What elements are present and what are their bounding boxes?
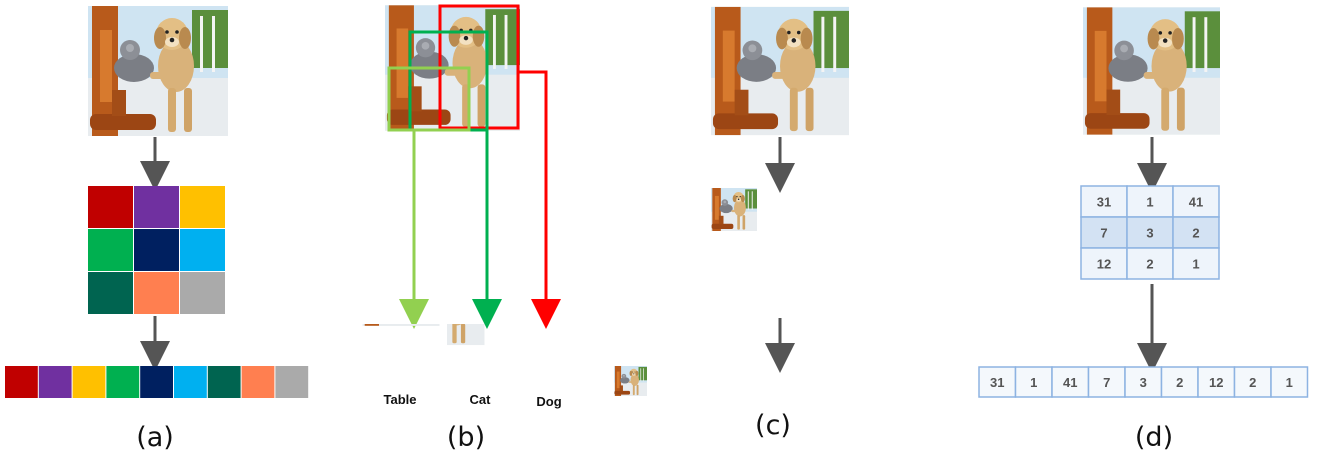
- color-cell: [88, 186, 133, 228]
- sequence-value: 7: [1103, 375, 1110, 390]
- caption-a: (a): [136, 422, 174, 453]
- detection-box-table: [387, 66, 471, 132]
- tiled-photo: [711, 188, 763, 237]
- color-cell: [134, 272, 179, 314]
- sequence-cell: [1160, 366, 1199, 398]
- grid-cell: [1172, 216, 1220, 249]
- crop-label-table: Table: [384, 392, 417, 407]
- sequence-value: 1: [1030, 375, 1037, 390]
- strip-cell: [106, 366, 140, 398]
- strip-cell: [140, 366, 173, 398]
- panel-b: Table Cat Dog (b): [363, 4, 562, 453]
- color-cell: [180, 186, 225, 228]
- patch: [833, 306, 866, 336]
- panel-d: 31 1 41 7 3 2 12 2 1 31 1 41 7 3 2 12 2 1 (d): [978, 7, 1309, 453]
- sequence-value: 31: [990, 375, 1004, 390]
- sequence-value: 41: [1063, 375, 1077, 390]
- strip-cell: [241, 366, 275, 398]
- color-strip: [5, 366, 309, 398]
- color-cell: [180, 229, 225, 271]
- grid-cell: [1126, 185, 1174, 218]
- grid-cell: [1172, 185, 1220, 218]
- patch: [840, 306, 873, 336]
- grid-value: 7: [1100, 226, 1107, 241]
- color-grid: [88, 186, 225, 314]
- color-cell: [134, 186, 179, 228]
- sequence-cell: [1124, 366, 1163, 398]
- grid-cell: [1126, 216, 1174, 249]
- strip-cell: [275, 366, 309, 398]
- patch: [614, 366, 647, 396]
- strip-cell: [5, 366, 38, 398]
- grid-value: 2: [1192, 226, 1199, 241]
- patch: [837, 306, 870, 336]
- caption-d: (d): [1135, 422, 1173, 453]
- grid-cell: [1080, 216, 1128, 249]
- grid-value: 1: [1146, 195, 1153, 210]
- sequence-cell: [1270, 366, 1309, 398]
- source-photo: [711, 7, 849, 135]
- sequence-cell: [1197, 366, 1236, 398]
- source-photo: [1083, 7, 1220, 134]
- patch: [731, 336, 764, 366]
- color-cell: [88, 272, 133, 314]
- strip-cell: [72, 366, 106, 398]
- number-grid: 31 1 41 7 3 2 12 2 1: [1080, 185, 1220, 280]
- grid-value: 1: [1192, 257, 1199, 272]
- patch-sequence: [614, 306, 873, 396]
- crop-label-dog: Dog: [536, 394, 561, 409]
- sequence-cell: [978, 366, 1017, 398]
- sequence-cell: [1233, 366, 1272, 398]
- crop-label-cat: Cat: [470, 392, 492, 407]
- grid-value: 12: [1097, 257, 1111, 272]
- sequence-cell: [1014, 366, 1053, 398]
- sequence-cell: [1087, 366, 1126, 398]
- patch: [724, 336, 757, 366]
- sequence-value: 12: [1209, 375, 1223, 390]
- grid-value: 41: [1189, 195, 1203, 210]
- patch: [727, 336, 760, 366]
- grid-cell: [1080, 247, 1128, 280]
- grid-cell: [1080, 185, 1128, 218]
- caption-b: (b): [447, 422, 485, 453]
- sequence-value: 2: [1176, 375, 1183, 390]
- grid-value: 2: [1146, 257, 1153, 272]
- strip-cell: [38, 366, 72, 398]
- arrow-dog: [518, 70, 561, 329]
- color-cell: [180, 272, 225, 314]
- sequence-value: 3: [1140, 375, 1147, 390]
- number-sequence: 31 1 41 7 3 2 12 2 1: [978, 366, 1309, 398]
- source-photo: [88, 6, 228, 136]
- color-cell: [134, 229, 179, 271]
- crop-table: [363, 264, 440, 326]
- crop-cat: [410, 287, 485, 345]
- strip-cell: [174, 366, 207, 398]
- panel-c: (c): [614, 7, 873, 441]
- strip-cell: [207, 366, 241, 398]
- grid-cell: [1172, 247, 1220, 280]
- caption-c: (c): [755, 410, 791, 441]
- grid-value: 31: [1097, 195, 1111, 210]
- image-tile: [711, 188, 757, 231]
- grid-value: 3: [1146, 226, 1153, 241]
- color-cell: [88, 229, 133, 271]
- panel-a: (a): [5, 6, 309, 453]
- sequence-value: 1: [1286, 375, 1293, 390]
- sequence-value: 2: [1249, 375, 1256, 390]
